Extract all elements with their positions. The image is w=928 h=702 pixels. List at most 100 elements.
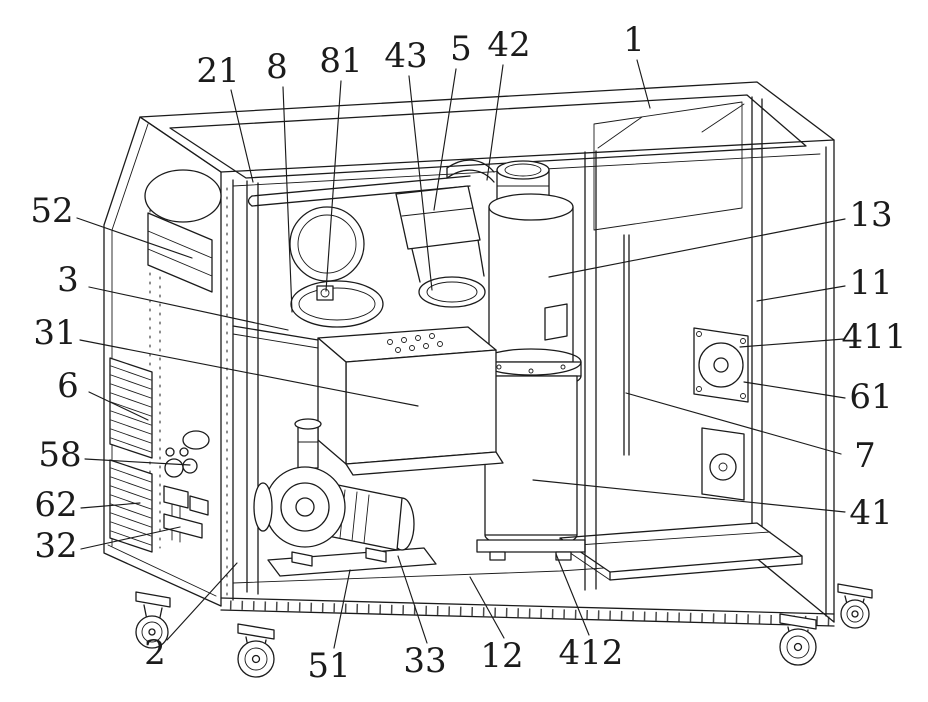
pump-foot-2: [365, 547, 387, 563]
pump-inlet-flange: [253, 482, 273, 532]
fan-guard-circle: [698, 342, 744, 388]
right-side-components: [693, 327, 749, 501]
part-label-11: 11: [849, 263, 892, 303]
fan-hub: [713, 357, 729, 373]
caster-front-left: [237, 623, 275, 678]
leader-line-41: [532, 479, 846, 513]
mid-frame-posts: [584, 150, 630, 591]
duct-outlet-43: [418, 276, 486, 308]
fitting-81: [316, 285, 334, 301]
leader-line-51: [333, 569, 351, 649]
shelf-rail: [232, 325, 319, 341]
left-blower-housing: [144, 169, 222, 223]
part-label-42: 42: [487, 25, 530, 65]
part-label-51: 51: [307, 646, 350, 686]
bracket-32: [163, 513, 203, 539]
top-panel-inner: [169, 94, 807, 179]
middle-tank: [317, 326, 504, 476]
leader-line-52: [76, 217, 193, 259]
caster-front-right: [779, 613, 817, 666]
part-label-411: 411: [842, 317, 907, 357]
part-label-8: 8: [266, 47, 288, 87]
leader-line-31: [79, 339, 419, 407]
part-label-12: 12: [480, 636, 523, 676]
blower-scroll-8: [289, 206, 384, 328]
leader-line-61: [743, 381, 846, 399]
duct-box-5: [395, 185, 485, 283]
fan-panel-61: [693, 327, 749, 403]
pump-foot-1: [291, 551, 313, 567]
leader-line-7: [625, 392, 842, 455]
leader-line-32: [80, 526, 181, 550]
part-label-21: 21: [196, 51, 239, 91]
bottom-right-edge: [754, 556, 835, 623]
casters: [135, 583, 873, 678]
leader-line-11: [756, 285, 846, 302]
part-label-5: 5: [450, 29, 472, 69]
corner-brace-left: [597, 116, 643, 149]
cylinder-bracket: [544, 303, 568, 341]
leader-line-2: [166, 562, 238, 641]
part-label-52: 52: [30, 191, 73, 231]
part-label-32: 32: [34, 526, 77, 566]
pump-riser-pipe: [294, 418, 322, 469]
cylinder-vessel: [476, 160, 586, 561]
cylinder-base: [476, 539, 586, 561]
leader-line-1: [636, 59, 651, 109]
part-label-6: 6: [57, 366, 79, 406]
caster-back-right: [837, 583, 873, 629]
left-bottom-rail: [107, 544, 217, 597]
plate-rail: [577, 531, 771, 546]
tank-drip-tray: [345, 451, 504, 476]
leader-line-43: [408, 75, 433, 291]
part-label-1: 1: [623, 20, 645, 60]
vent-grille-6: [109, 357, 153, 459]
part-label-33: 33: [403, 641, 446, 681]
part-label-81: 81: [319, 41, 362, 81]
part-label-58: 58: [38, 435, 81, 475]
bottom-front-rail-bottom: [220, 609, 835, 627]
leader-line-21: [230, 89, 254, 183]
pump-assembly: [253, 418, 437, 577]
shelf-rail-lower: [232, 333, 319, 349]
part-label-43: 43: [384, 36, 427, 76]
bottom-rail-hatching: [229, 600, 831, 626]
part-label-2: 2: [144, 633, 166, 673]
leader-line-33: [397, 555, 428, 644]
tank-top-holes: [387, 333, 443, 353]
back-panel: [593, 101, 743, 231]
part-label-7: 7: [854, 436, 876, 476]
filter-panel-52: [147, 212, 213, 293]
left-side-components: [109, 169, 222, 553]
leader-line-13: [548, 218, 846, 278]
pump-motor: [327, 483, 415, 551]
tank-front-face: [345, 349, 497, 465]
leader-line-8: [282, 86, 293, 313]
leader-line-3: [88, 286, 289, 331]
leader-line-6: [88, 391, 149, 421]
part-label-13: 13: [849, 195, 892, 235]
base-plate-412: [559, 522, 803, 581]
cylinder-top-fitting: [496, 160, 550, 205]
leader-line-81: [325, 80, 342, 292]
leader-line-12: [469, 576, 505, 639]
part-label-3: 3: [57, 260, 79, 300]
pump-volute: [253, 466, 346, 548]
part-label-412: 412: [559, 633, 624, 673]
leader-line-62: [80, 502, 141, 509]
caster-back-left: [135, 591, 171, 649]
part-label-31: 31: [33, 313, 76, 353]
left-side-face: [103, 116, 222, 607]
leader-line-42: [486, 64, 504, 181]
machine-frame: [103, 81, 835, 627]
part-label-41: 41: [849, 493, 892, 533]
part-label-61: 61: [849, 377, 892, 417]
leader-line-412: [555, 553, 590, 636]
valve-manifold-58: [163, 430, 210, 543]
elbow-pipe-42: [446, 159, 495, 183]
leader-line-411: [739, 338, 845, 348]
top-duct-assembly: [247, 159, 495, 328]
